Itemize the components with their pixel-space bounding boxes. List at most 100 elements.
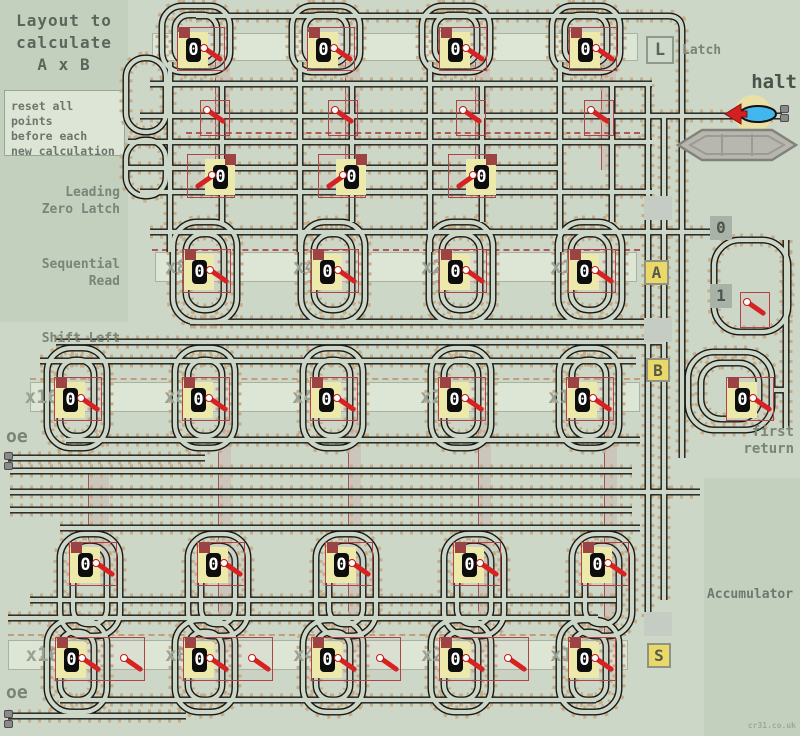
halt-label: halt	[751, 71, 797, 93]
register-label-b-x16: x16	[24, 386, 59, 408]
track-segment	[119, 51, 173, 139]
reset-bus-a	[152, 249, 640, 251]
bit-indicator: 0	[575, 388, 590, 412]
reset-corner-marker	[571, 27, 582, 38]
reset-corner-marker	[185, 249, 196, 260]
register-label-b-x8: x8	[164, 386, 187, 408]
reset-corner-marker	[57, 637, 68, 648]
buffer-stop	[4, 720, 13, 728]
buffer-stop	[4, 452, 13, 460]
title-line-2: calculate	[16, 33, 112, 52]
placeholder-square	[644, 196, 672, 220]
register-label-b-x2: x2	[420, 386, 443, 408]
reset-bus-s	[8, 634, 626, 636]
oe-lower-label: oe	[6, 682, 28, 703]
track-segment	[119, 133, 173, 203]
placeholder-square	[644, 612, 672, 636]
bit-indicator: 0	[186, 38, 201, 62]
reset-corner-marker	[455, 542, 466, 553]
first-return-label: first return	[720, 424, 794, 458]
bit-indicator: 0	[78, 553, 93, 577]
track-segment	[640, 12, 686, 458]
bit-indicator: 0	[448, 260, 463, 284]
bit-indicator: 0	[577, 648, 592, 672]
bit-indicator: 0	[577, 260, 592, 284]
reset-corner-marker	[56, 377, 67, 388]
reset-corner-marker	[327, 542, 338, 553]
placeholder-square	[644, 318, 672, 342]
register-label-a-x8: x8	[165, 256, 188, 278]
left-panel	[0, 0, 128, 322]
reset-corner-marker	[568, 377, 579, 388]
reset-corner-marker	[441, 637, 452, 648]
bit-indicator: 0	[578, 38, 593, 62]
first-return-line1: first	[751, 424, 794, 440]
register-label-s-x4: x4	[293, 644, 316, 666]
watermark: cr31.co.uk	[747, 721, 796, 730]
buffer-stop	[780, 105, 789, 113]
shed-inner	[687, 135, 787, 155]
reset-corner-marker	[583, 542, 594, 553]
register-label-a-x4: x4	[293, 256, 316, 278]
reset-corner-marker	[570, 637, 581, 648]
bit-indicator: 0	[64, 648, 79, 672]
title-line-3: A x B	[37, 55, 91, 74]
bit-indicator: 0	[191, 388, 206, 412]
accumulator-label: Accumulator	[706, 587, 794, 602]
reset-band	[478, 416, 491, 652]
register-label-b-x4: x4	[292, 386, 315, 408]
register-label-s-x1: x1	[550, 644, 573, 666]
buffer-stop	[4, 462, 13, 470]
register-label-b-x1: x1	[548, 386, 571, 408]
bit-indicator: 0	[319, 388, 334, 412]
bit-indicator: 0	[344, 165, 359, 189]
register-label-s-x2: x2	[421, 644, 444, 666]
reset-corner-marker	[309, 27, 320, 38]
accumulator-panel	[704, 478, 800, 736]
bit-indicator: 0	[192, 260, 207, 284]
halt-glow	[734, 95, 772, 133]
track-segment	[640, 9, 689, 458]
latch-label: Latch	[682, 43, 722, 58]
leading-zero-line1: Leading	[65, 185, 120, 200]
bit-indicator: 0	[474, 165, 489, 189]
buffer-stop	[780, 114, 789, 122]
bit-indicator: 0	[462, 553, 477, 577]
reset-corner-marker	[313, 249, 324, 260]
sequential-line2: Read	[88, 274, 120, 289]
reset-corner-marker	[570, 249, 581, 260]
track-segment	[122, 54, 170, 136]
reset-corner-marker	[184, 377, 195, 388]
reset-corner-marker	[441, 27, 452, 38]
sequential-line1: Sequential	[41, 257, 120, 272]
reset-corner-marker	[199, 542, 210, 553]
reset-band	[218, 416, 231, 652]
bit-indicator: 0	[735, 388, 750, 412]
reset-bus-top	[186, 132, 640, 134]
buffer-stop	[4, 710, 13, 718]
reset-corner-marker	[312, 377, 323, 388]
register-s-badge: S	[647, 643, 671, 668]
track-segment	[123, 55, 169, 135]
latch-badge: L	[646, 36, 674, 64]
title-line-1: Layout to	[16, 11, 112, 30]
track-segment	[122, 136, 170, 200]
reset-corner-marker	[440, 377, 451, 388]
leading-zero-line2: Zero Latch	[41, 202, 120, 217]
bit-indicator: 0	[448, 38, 463, 62]
bit-indicator: 0	[63, 388, 78, 412]
register-label-a-x1: x1	[550, 256, 573, 278]
branch-zero-badge: 0	[710, 216, 732, 240]
bit-indicator: 0	[320, 648, 335, 672]
train-arrow-icon	[724, 103, 748, 125]
bit-indicator: 0	[320, 260, 335, 284]
reset-note: reset all points before each new calcula…	[4, 90, 125, 158]
bit-indicator: 0	[316, 38, 331, 62]
bit-indicator: 0	[448, 648, 463, 672]
reset-corner-marker	[441, 249, 452, 260]
reset-corner-marker	[179, 27, 190, 38]
bit-indicator: 0	[192, 648, 207, 672]
bit-indicator: 0	[213, 165, 228, 189]
track-segment	[123, 137, 169, 199]
